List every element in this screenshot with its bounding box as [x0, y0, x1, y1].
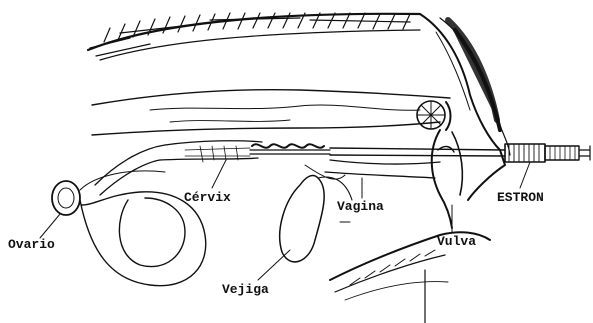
label-estron: ESTRON — [497, 191, 544, 204]
insemination-gun — [250, 144, 590, 162]
label-leaders — [40, 160, 530, 280]
vulva — [432, 130, 463, 228]
label-ovario: Ovario — [8, 238, 55, 251]
label-vejiga: Vejiga — [222, 283, 269, 296]
vagina-tube — [305, 160, 440, 179]
rectum — [92, 90, 451, 135]
ovary — [52, 181, 80, 215]
uterine-loop — [80, 171, 206, 286]
bladder — [280, 176, 352, 262]
label-cervix: Cérvix — [184, 191, 231, 204]
spine-hatching — [88, 13, 420, 60]
uterus-horn — [95, 141, 262, 195]
label-vulva: Vulva — [437, 235, 476, 248]
label-vagina: Vagina — [337, 200, 384, 213]
